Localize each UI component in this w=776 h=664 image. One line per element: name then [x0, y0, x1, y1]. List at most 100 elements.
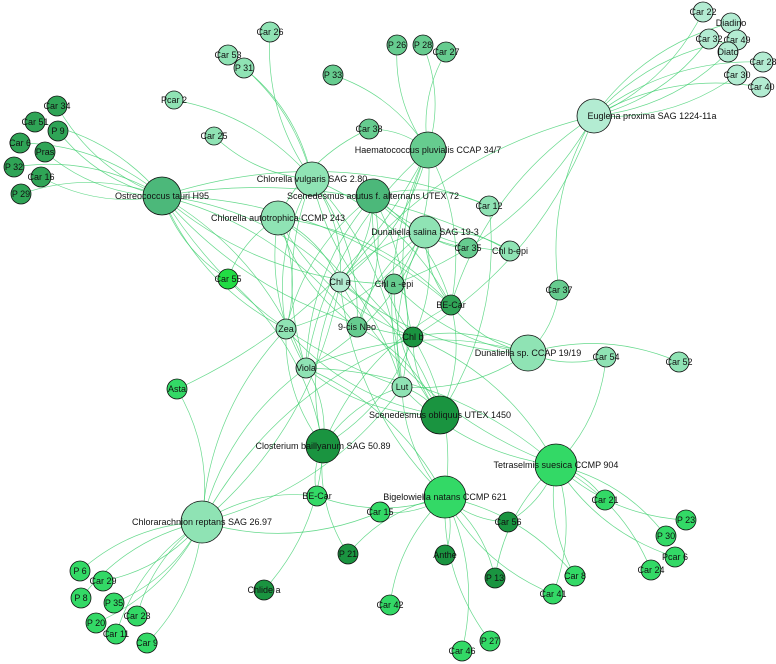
organism-circle[interactable]	[294, 161, 330, 197]
pigment-node-car23[interactable]: Car 23	[123, 605, 151, 627]
pigment-node-car27[interactable]: Car 27	[432, 41, 460, 63]
pigment-circle[interactable]	[750, 76, 772, 98]
pigment-circle[interactable]	[664, 546, 686, 568]
pigment-node-p28[interactable]: P 28	[412, 34, 434, 56]
pigment-circle[interactable]	[346, 316, 368, 338]
pigment-node-car26[interactable]: Car 26	[256, 21, 284, 43]
pigment-node-pcar2[interactable]: Pcar 2	[161, 90, 187, 110]
pigment-node-pras[interactable]: Pras	[34, 141, 56, 163]
pigment-node-becar2[interactable]: BE-Car	[302, 485, 332, 507]
pigment-circle[interactable]	[204, 126, 224, 146]
pigment-circle[interactable]	[402, 326, 424, 348]
organism-circle[interactable]	[142, 176, 182, 216]
pigment-circle[interactable]	[595, 346, 617, 368]
pigment-node-p27[interactable]: P 27	[479, 630, 501, 652]
pigment-node-chlaepi[interactable]: Chl a -epi	[375, 273, 414, 295]
pigment-circle[interactable]	[435, 41, 457, 63]
pigment-node-car28[interactable]: Car 28	[749, 51, 776, 73]
organism-circle[interactable]	[509, 334, 547, 372]
pigment-node-p30[interactable]: P 30	[655, 525, 677, 547]
pigment-circle[interactable]	[69, 560, 91, 582]
pigment-circle[interactable]	[726, 64, 748, 86]
pigment-node-car46[interactable]: Car 46	[448, 640, 476, 662]
pigment-node-car41[interactable]: Car 41	[539, 583, 567, 605]
organism-circle[interactable]	[576, 98, 612, 134]
pigment-node-car24[interactable]: Car 24	[637, 559, 665, 581]
pigment-node-zea[interactable]: Zea	[275, 318, 297, 340]
organism-circle[interactable]	[260, 200, 296, 236]
pigment-node-p8[interactable]: P 8	[70, 587, 92, 609]
organism-node-chlorar[interactable]: Chlorarachnion reptans SAG 26.97	[132, 500, 272, 544]
pigment-circle[interactable]	[322, 64, 344, 86]
pigment-circle[interactable]	[484, 567, 506, 589]
pigment-circle[interactable]	[412, 34, 434, 56]
pigment-node-chlidea[interactable]: Chlide a	[247, 579, 281, 601]
pigment-node-chlbepi[interactable]: Chl b-epi	[492, 240, 528, 262]
pigment-circle[interactable]	[217, 44, 239, 66]
pigment-circle[interactable]	[92, 570, 114, 592]
pigment-circle[interactable]	[692, 1, 714, 23]
pigment-circle[interactable]	[383, 273, 405, 295]
pigment-node-p20[interactable]: P 20	[85, 612, 107, 634]
pigment-circle[interactable]	[479, 630, 501, 652]
pigment-circle[interactable]	[164, 90, 184, 110]
pigment-circle[interactable]	[337, 543, 359, 565]
pigment-circle[interactable]	[329, 271, 351, 293]
pigment-node-car8[interactable]: Car 8	[564, 565, 586, 587]
pigment-circle[interactable]	[698, 28, 720, 50]
pigment-node-car40[interactable]: Car 40	[747, 76, 775, 98]
pigment-circle[interactable]	[717, 41, 739, 63]
pigment-node-asta[interactable]: Asta	[166, 378, 188, 400]
organism-node-scenac[interactable]: Scenedesmus acutus f. alternans UTEX 72	[287, 178, 459, 214]
pigment-circle[interactable]	[259, 21, 281, 43]
organism-node-haema[interactable]: Haematococcus pluvialis CCAP 34/7	[355, 131, 501, 169]
pigment-circle[interactable]	[391, 376, 413, 398]
organism-circle[interactable]	[180, 500, 224, 544]
pigment-circle[interactable]	[3, 156, 25, 178]
pigment-node-car6[interactable]: Car 6	[9, 132, 31, 154]
organism-circle[interactable]	[408, 215, 442, 249]
pigment-node-diadino[interactable]: Diadino	[716, 12, 747, 34]
pigment-circle[interactable]	[275, 318, 297, 340]
pigment-node-car42[interactable]: Car 42	[376, 594, 404, 616]
pigment-node-car30[interactable]: Car 30	[723, 64, 751, 86]
pigment-circle[interactable]	[46, 95, 68, 117]
pigment-node-car22[interactable]: Car 22	[689, 1, 717, 23]
pigment-node-car38[interactable]: Car 38	[355, 118, 383, 140]
pigment-circle[interactable]	[306, 485, 328, 507]
organism-circle[interactable]	[409, 131, 447, 169]
pigment-circle[interactable]	[655, 525, 677, 547]
pigment-circle[interactable]	[10, 183, 32, 205]
pigment-circle[interactable]	[136, 632, 158, 654]
pigment-circle[interactable]	[126, 605, 148, 627]
pigment-circle[interactable]	[9, 132, 31, 154]
pigment-circle[interactable]	[548, 279, 570, 301]
pigment-node-chla[interactable]: Chl a	[329, 271, 351, 293]
pigment-node-lut[interactable]: Lut	[391, 376, 413, 398]
pigment-node-p6[interactable]: P 6	[69, 560, 91, 582]
pigment-node-car12[interactable]: Car 12	[475, 195, 503, 217]
pigment-node-car15[interactable]: Car 15	[366, 501, 394, 523]
pigment-node-car11[interactable]: Car 11	[103, 623, 129, 645]
pigment-circle[interactable]	[386, 34, 408, 56]
pigment-node-car25[interactable]: Car 25	[200, 126, 228, 146]
organism-node-chlorat[interactable]: Chlorella autotrophica CCMP 243	[211, 200, 345, 236]
pigment-node-car55[interactable]: Car 55	[214, 268, 242, 290]
pigment-node-p9[interactable]: P 9	[47, 120, 69, 142]
pigment-node-car52[interactable]: Car 52	[665, 351, 693, 373]
pigment-node-car56[interactable]: Car 56	[494, 511, 522, 533]
pigment-node-car29[interactable]: Car 29	[89, 570, 117, 592]
organism-circle[interactable]	[534, 443, 578, 487]
pigment-circle[interactable]	[70, 587, 92, 609]
organism-node-closter[interactable]: Closterium baillyanum SAG 50.89	[255, 428, 391, 464]
pigment-circle[interactable]	[434, 544, 456, 566]
pigment-circle[interactable]	[564, 565, 586, 587]
organism-node-dunsp[interactable]: Dunaliella sp. CCAP 19/19	[475, 334, 581, 372]
pigment-node-car32[interactable]: Car 32	[695, 28, 723, 50]
pigment-circle[interactable]	[358, 118, 380, 140]
pigment-node-p21[interactable]: P 21	[337, 543, 359, 565]
pigment-circle[interactable]	[499, 240, 521, 262]
pigment-node-p26[interactable]: P 26	[386, 34, 408, 56]
pigment-circle[interactable]	[440, 294, 462, 316]
pigment-circle[interactable]	[30, 166, 52, 188]
